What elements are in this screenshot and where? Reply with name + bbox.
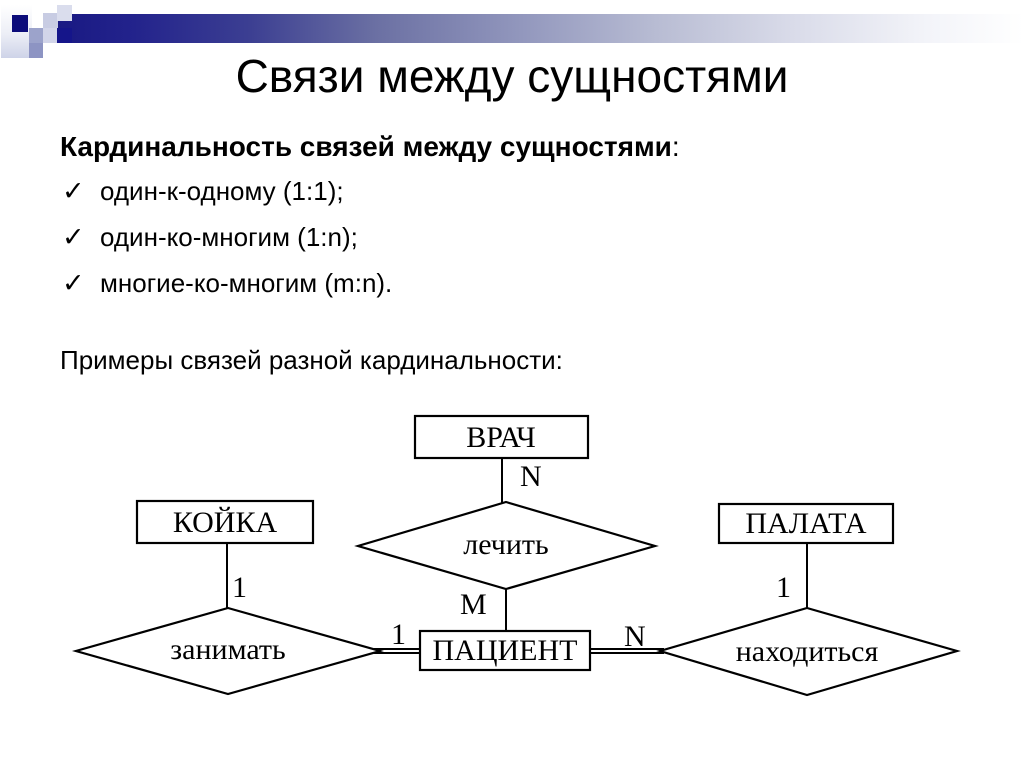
entity-patient-box (418, 629, 592, 672)
decoration-square (43, 28, 57, 43)
header-gradient-bar (57, 14, 1024, 43)
cardinality-patient-locate: N (624, 620, 646, 653)
relation-occupy-diamond (71, 606, 385, 696)
slide-title: Связи между сущностями (235, 50, 789, 102)
decoration-square-navy-small (57, 28, 72, 43)
examples-paragraph: Примеры связей разной кардинальности: (60, 345, 563, 375)
relation-occupy-label: занимать (170, 633, 285, 666)
checkmark-icon: ✓ (62, 222, 85, 252)
decoration-square (29, 43, 43, 58)
bullet-text: один-ко-многим (1:n); (100, 222, 358, 252)
relation-treat-diamond (354, 500, 659, 591)
cardinality-heading-colon: : (671, 131, 680, 162)
relation-treat-label: лечить (463, 528, 548, 561)
decoration-square (29, 28, 43, 43)
entity-doctor-label: ВРАЧ (466, 421, 535, 454)
entity-patient-label: ПАЦИЕНТ (433, 634, 578, 667)
bullet-many-to-many: ✓ многие-ко-многим (m:n). (62, 268, 392, 298)
cardinality-treat-patient: M (460, 588, 487, 621)
bullet-one-to-many: ✓ один-ко-многим (1:n); (62, 222, 358, 252)
er-diagram: ВРАЧ КОЙКА ПАЛАТА ПАЦИЕНТ лечить занимат… (71, 414, 961, 697)
relation-locate-label: находиться (736, 635, 879, 668)
cardinality-heading: Кардинальность связей между сущностями: (60, 131, 680, 163)
bullet-text: один-к-одному (1:1); (100, 176, 344, 206)
entity-ward-label: ПАЛАТА (745, 507, 867, 540)
bullet-one-to-one: ✓ один-к-одному (1:1); (62, 176, 344, 206)
bullet-text: многие-ко-многим (m:n). (100, 268, 393, 298)
cardinality-ward-locate: 1 (776, 571, 791, 604)
entity-doctor-box (413, 414, 590, 460)
cardinality-occupy-patient: 1 (391, 618, 406, 651)
relation-locate-diamond (656, 606, 961, 697)
checkmark-icon: ✓ (62, 268, 85, 298)
decoration-square-navy (12, 15, 28, 32)
decoration-square (57, 5, 72, 21)
cardinality-bed-occupy: 1 (232, 571, 247, 604)
entity-bed-box (135, 499, 315, 545)
cardinality-doctor-treat: N (520, 460, 542, 493)
cardinality-heading-text: Кардинальность связей между сущностями (60, 131, 672, 162)
decoration-square (43, 13, 58, 30)
entity-ward-box (717, 502, 895, 545)
entity-bed-label: КОЙКА (173, 506, 278, 539)
checkmark-icon: ✓ (62, 176, 85, 206)
